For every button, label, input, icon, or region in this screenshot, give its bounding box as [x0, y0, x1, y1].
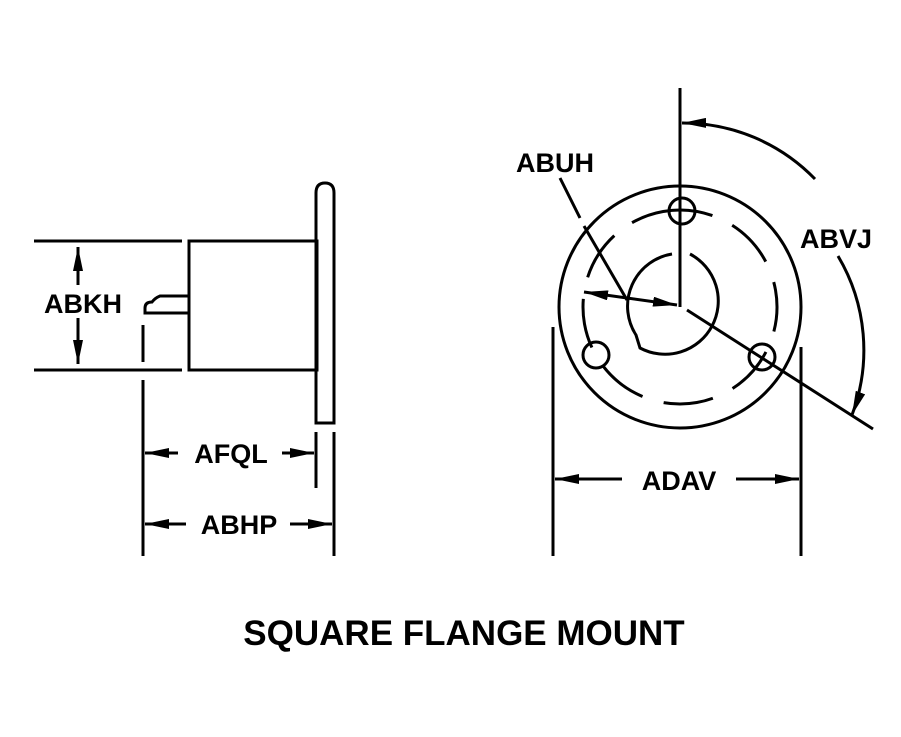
abuh-label: ABUH	[516, 148, 594, 178]
bolt-hole-left	[581, 340, 611, 370]
bolt-hole-right	[747, 342, 777, 372]
abvj-arc-top	[681, 117, 817, 181]
motor-body	[187, 239, 319, 372]
abvj-arc-bottom	[836, 255, 866, 416]
abvj-label: ABVJ	[800, 224, 872, 254]
angled-centerline	[686, 308, 874, 431]
flange	[314, 181, 336, 425]
abkh-label: ABKH	[44, 289, 122, 319]
adav-label: ADAV	[642, 466, 717, 496]
bolt-hole-top	[667, 196, 697, 226]
side-view	[34, 181, 336, 556]
afql-label: AFQL	[194, 439, 268, 469]
front-view	[551, 88, 874, 556]
abhp-label: ABHP	[201, 510, 278, 540]
bolt-circle	[581, 208, 779, 406]
abuh-leader	[558, 177, 582, 219]
abuh-radius-arrow	[583, 290, 678, 307]
pilot-circle	[626, 252, 720, 356]
shaft	[143, 294, 189, 315]
diagram-title: SQUARE FLANGE MOUNT	[243, 614, 684, 653]
abuh-leader-extension	[582, 225, 629, 301]
